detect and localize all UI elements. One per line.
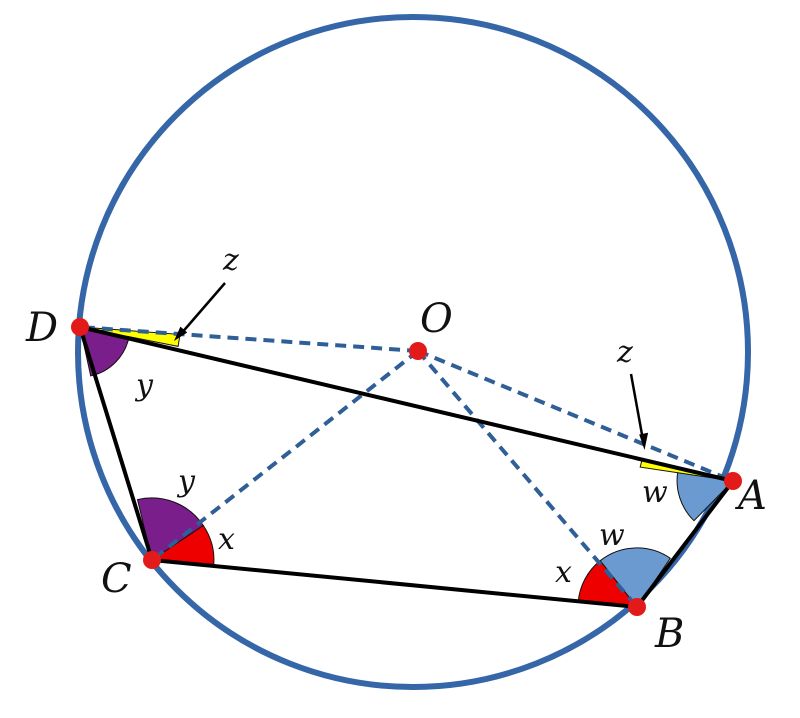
label-A: A [734, 473, 767, 519]
center-O [409, 342, 427, 360]
radius-OA [417, 349, 734, 483]
label-O: O [420, 296, 453, 342]
label-y-at-D: y [134, 368, 154, 403]
label-z-near-D: z [222, 243, 239, 278]
label-x-at-C: x [218, 522, 235, 557]
circumcircle [75, 14, 751, 690]
label-D: D [25, 305, 58, 351]
angle-w-at-B [599, 547, 671, 608]
vertex-B [628, 598, 646, 616]
vertex-A [724, 472, 742, 490]
radius-OB [416, 349, 639, 609]
vertices [71, 318, 742, 616]
z-pointer-arrows [174, 282, 649, 450]
arrowhead-z-near-A [639, 432, 649, 450]
radius-OC [150, 349, 420, 562]
radii [79, 325, 734, 609]
arrow-to-z-near-A [629, 373, 645, 441]
label-x-at-B: x [555, 555, 572, 590]
radius-OD [79, 325, 419, 353]
arrow-to-z-near-D [179, 282, 226, 336]
label-z-near-A: z [616, 335, 633, 370]
label-y-at-C: y [176, 464, 196, 499]
label-C: C [101, 556, 132, 602]
label-B: B [654, 611, 684, 657]
label-w-at-A: w [642, 475, 668, 510]
label-w-at-B: w [599, 518, 625, 553]
vertex-C [143, 551, 161, 569]
vertex-D [71, 318, 89, 336]
arrowhead-z-near-D [174, 326, 188, 341]
